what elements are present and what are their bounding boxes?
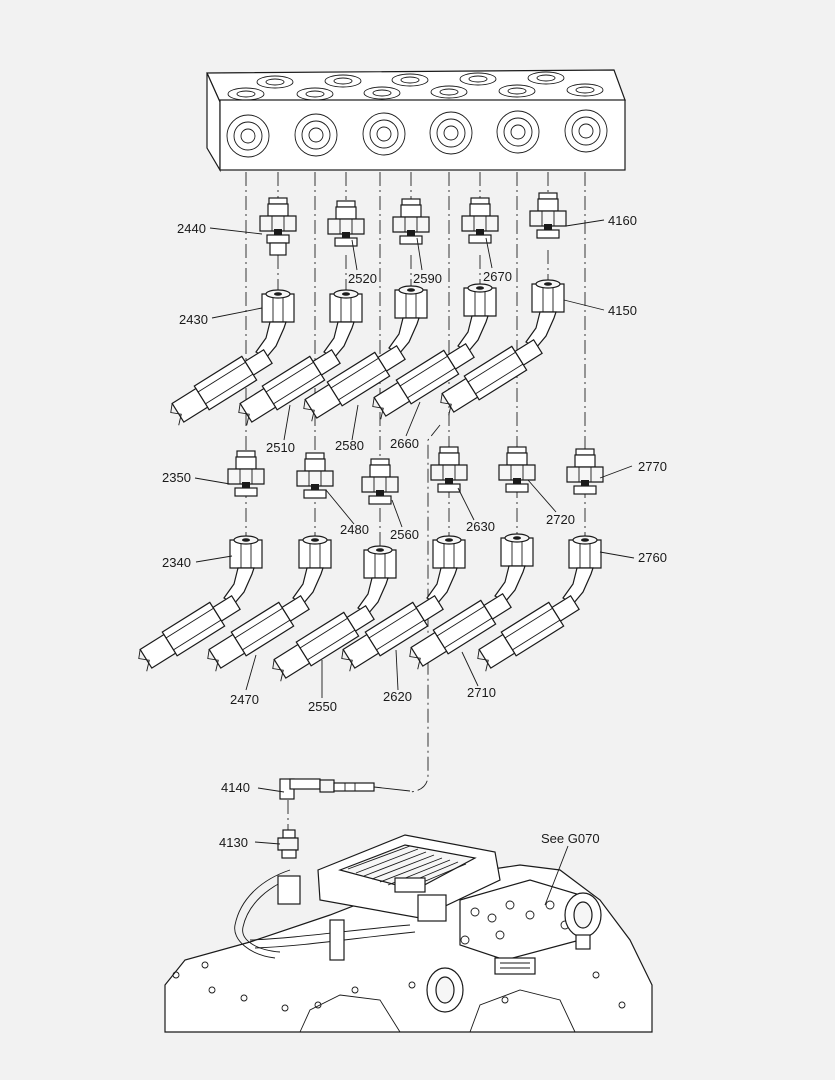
label-2580: 2580 xyxy=(335,438,364,453)
label-see-g070: See G070 xyxy=(541,831,600,846)
label-2670: 2670 xyxy=(483,269,512,284)
hose-2710 xyxy=(409,533,534,670)
lower-hoses xyxy=(138,533,602,682)
label-4130: 4130 xyxy=(219,835,248,850)
label-2660: 2660 xyxy=(390,436,419,451)
fitting-2720 xyxy=(498,446,536,493)
label-2550: 2550 xyxy=(308,699,337,714)
lifting-eye-center xyxy=(426,967,464,1013)
wiring-harness xyxy=(234,869,447,961)
fitting-2440 xyxy=(259,197,297,256)
label-2470: 2470 xyxy=(230,692,259,707)
upper-hoses xyxy=(170,279,565,426)
label-2440: 2440 xyxy=(177,221,206,236)
label-2710: 2710 xyxy=(467,685,496,700)
hose-2550 xyxy=(272,545,397,682)
fitting-2560 xyxy=(361,458,399,505)
fitting-2480 xyxy=(296,452,334,499)
label-2760: 2760 xyxy=(638,550,667,565)
label-2430: 2430 xyxy=(179,312,208,327)
label-2620: 2620 xyxy=(383,689,412,704)
label-2520: 2520 xyxy=(348,271,377,286)
hose-2760 xyxy=(477,535,602,672)
label-4150: 4150 xyxy=(608,303,637,318)
hose-2620 xyxy=(341,535,466,672)
hose-2470 xyxy=(207,535,332,672)
manifold-front-ports xyxy=(226,109,608,158)
hose-4150 xyxy=(440,279,565,416)
label-2590: 2590 xyxy=(413,271,442,286)
lifting-eye-right xyxy=(564,892,602,950)
label-2630: 2630 xyxy=(466,519,495,534)
fitting-2770 xyxy=(566,448,604,495)
housing-bolts xyxy=(172,961,626,1012)
hose-2510 xyxy=(238,289,363,426)
label-2340: 2340 xyxy=(162,555,191,570)
leader-lines xyxy=(194,219,635,906)
label-2770: 2770 xyxy=(638,459,667,474)
fitting-2670 xyxy=(461,197,499,244)
lower-fittings xyxy=(227,446,604,505)
label-2350: 2350 xyxy=(162,470,191,485)
label-2560: 2560 xyxy=(390,527,419,542)
label-4140: 4140 xyxy=(221,780,250,795)
transmission-assembly xyxy=(164,834,653,1033)
label-2480: 2480 xyxy=(340,522,369,537)
manifold-block xyxy=(206,69,626,173)
label-2510: 2510 xyxy=(266,440,295,455)
hose-2660 xyxy=(372,283,497,420)
hose-2340 xyxy=(138,535,263,672)
fitting-4160 xyxy=(529,192,567,239)
manifold-top-ports xyxy=(227,71,604,101)
label-2720: 2720 xyxy=(546,512,575,527)
hose-2580 xyxy=(303,285,428,422)
fitting-2520 xyxy=(327,200,365,247)
fitting-2630 xyxy=(430,446,468,493)
label-4160: 4160 xyxy=(608,213,637,228)
connector-fitting-4130 xyxy=(277,800,299,859)
fitting-2350 xyxy=(227,450,265,497)
elbow-fitting-4140 xyxy=(279,778,411,800)
hose-2430 xyxy=(170,289,295,426)
control-module xyxy=(317,834,501,919)
fitting-2590 xyxy=(392,198,430,245)
upper-fittings xyxy=(259,192,567,256)
